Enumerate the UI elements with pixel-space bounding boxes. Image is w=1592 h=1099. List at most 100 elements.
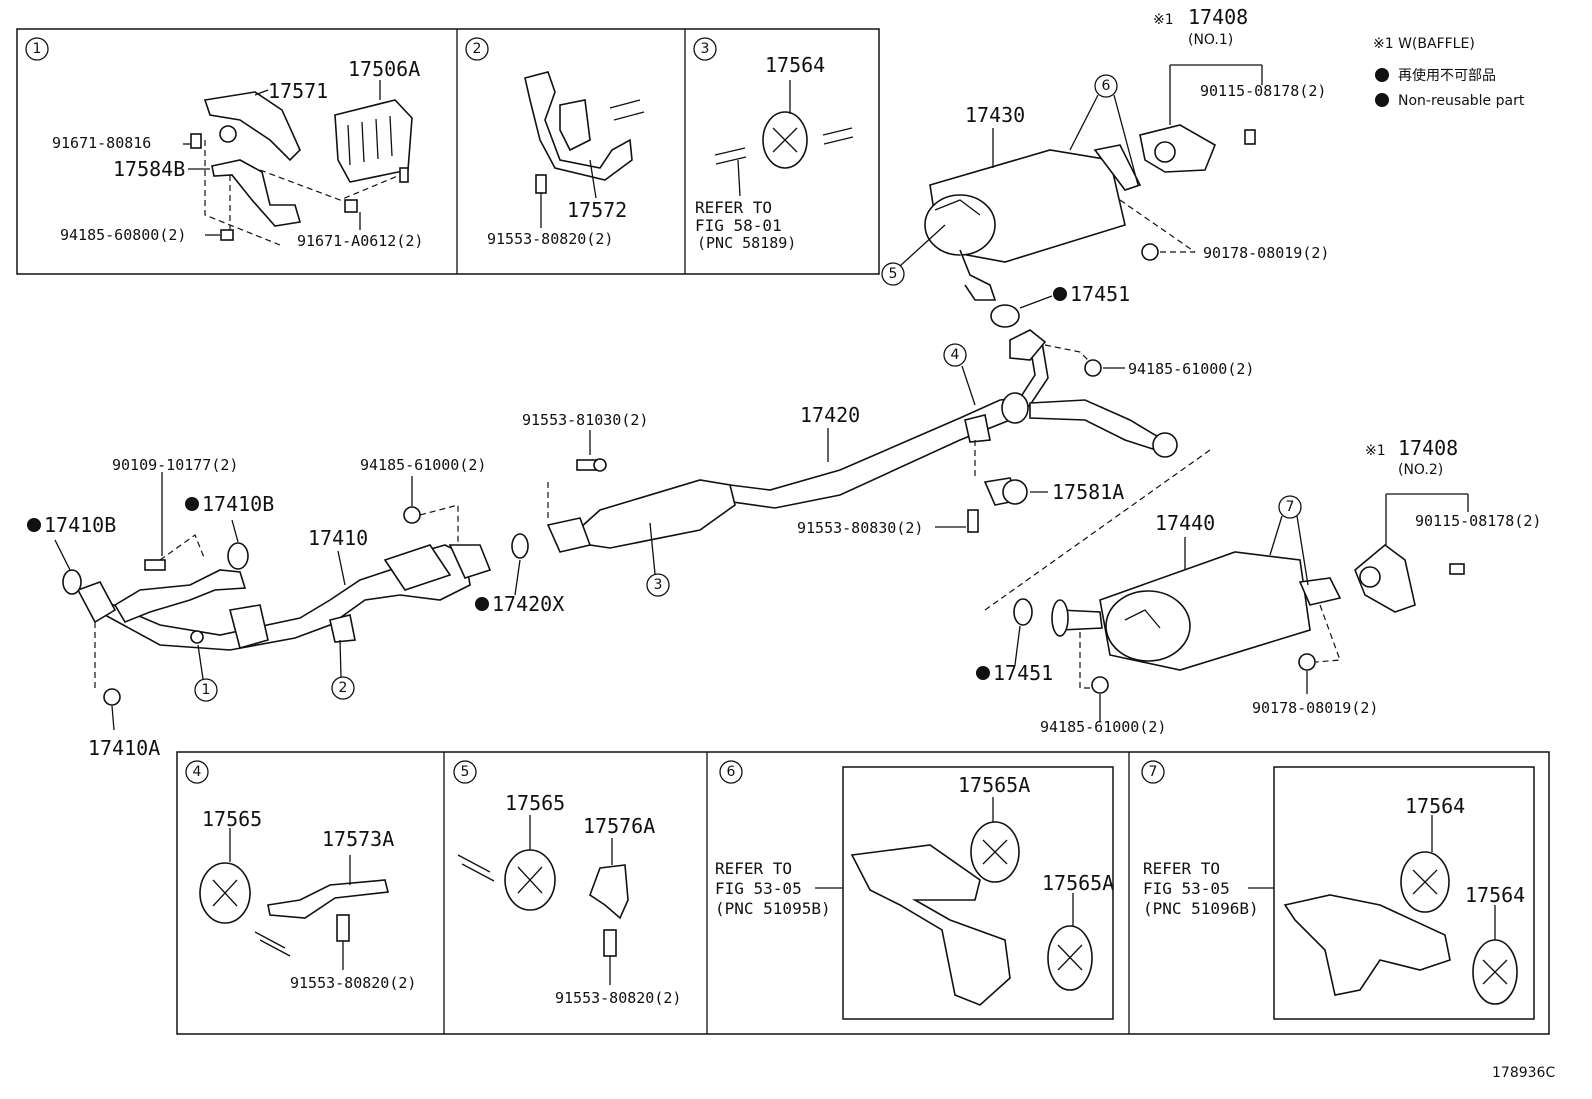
bracket-17571 — [203, 91, 301, 162]
label-17565A-2: 17565A — [1042, 871, 1114, 895]
legend: ※1 W(BAFFLE) 再使用不可部品 Non-reusable part — [1373, 36, 1525, 109]
nonreuse-dot-icon — [1375, 93, 1389, 107]
label-17572: 17572 — [567, 198, 627, 222]
panel-4: 4 17565 17573A 91553-80820(2) — [185, 760, 416, 992]
legend-nonreuse-en: Non-reusable part — [1398, 93, 1525, 109]
label-17408-no2-sub: (NO.2) — [1398, 462, 1443, 478]
panel-2: 2 17572 91553-80820(2) — [465, 37, 645, 248]
label-90109: 90109-10177(2) — [112, 456, 238, 474]
bolt-91553-81030: 91553-81030(2) — [522, 411, 648, 518]
callout-2: 2 — [339, 680, 348, 696]
panel-3: 3 17564 REFER TO FIG 58-01 (PNC 58189) — [693, 37, 854, 252]
gasket-17420X: 17420X — [475, 533, 564, 616]
callout-1: 1 — [202, 682, 211, 698]
figure-code: 178936C — [1492, 1065, 1555, 1081]
ref-line-1-p7: REFER TO — [1143, 859, 1220, 878]
callout-6: 6 — [1102, 78, 1111, 94]
ref-line-2-p7: FIG 53-05 — [1143, 879, 1230, 898]
label-94185-1: 94185-61000(2) — [1128, 360, 1254, 378]
label-90115-no2: 90115-08178(2) — [1415, 512, 1541, 530]
callout-5: 5 — [889, 266, 898, 282]
ref-line-3-p7: (PNC 51096B) — [1143, 899, 1259, 918]
nut-94185-1: 94185-61000(2) — [1044, 344, 1254, 378]
ref-line-1-p3: REFER TO — [695, 198, 772, 217]
label-17410B-1: 17410B — [44, 513, 116, 537]
label-17451-1: 17451 — [1070, 282, 1130, 306]
label-17565-p5: 17565 — [505, 791, 565, 815]
legend-note: ※1 W(BAFFLE) — [1373, 36, 1475, 52]
nut-90178-1: 90178-08019(2) — [1119, 199, 1329, 262]
label-17506A: 17506A — [348, 57, 420, 81]
callout-3: 3 — [654, 577, 663, 593]
label-91553-80830: 91553-80830(2) — [797, 519, 923, 537]
label-17573A: 17573A — [322, 827, 394, 851]
label-17565-p4: 17565 — [202, 807, 262, 831]
bracket-17573A — [267, 879, 389, 919]
label-91671-A0612: 91671-A0612(2) — [297, 232, 423, 250]
label-90178-2: 90178-08019(2) — [1252, 699, 1378, 717]
ref-line-3-p6: (PNC 51095B) — [715, 899, 831, 918]
bracket-17584B — [211, 159, 302, 227]
label-17408-no1: 17408 — [1188, 5, 1248, 29]
label-17581A: 17581A — [1052, 480, 1124, 504]
ref-line-3-p3: (PNC 58189) — [697, 234, 796, 252]
panel-6-number: 6 — [727, 764, 736, 780]
label-90178-1: 90178-08019(2) — [1203, 244, 1329, 262]
label-17410B-2: 17410B — [202, 492, 274, 516]
note-mark-1: ※1 — [1153, 12, 1174, 28]
label-17564-p3: 17564 — [765, 53, 825, 77]
baffle-17408-no1: ※1 17408 (NO.1) 90115-08178(2) — [1139, 5, 1326, 173]
label-17565A-1: 17565A — [958, 773, 1030, 797]
panel-5-number: 5 — [461, 764, 470, 780]
label-17408-no2: 17408 — [1398, 436, 1458, 460]
bottom-panels — [176, 751, 1550, 1035]
ref-line-1-p6: REFER TO — [715, 859, 792, 878]
label-17408-no1-sub: (NO.1) — [1188, 32, 1233, 48]
pipe-17410: 17410 — [76, 526, 492, 651]
baffle-17408-no2: ※1 17408 (NO.2) 90115-08178(2) — [1354, 436, 1541, 613]
label-17571: 17571 — [268, 79, 328, 103]
label-91671-80816: 91671-80816 — [52, 134, 151, 152]
bracket-p7 — [1283, 894, 1451, 996]
label-91553-80820-p4: 91553-80820(2) — [290, 974, 416, 992]
front-fasteners: 17410B 17410B 90109-10177(2) 94185-61000… — [27, 456, 486, 760]
label-94185-2: 94185-61000(2) — [360, 456, 486, 474]
top-panels — [16, 28, 880, 275]
panel-2-number: 2 — [473, 41, 482, 57]
bracket-17572 — [524, 71, 633, 181]
panel-7: 7 REFER TO FIG 53-05 (PNC 51096B) 17564 … — [1141, 760, 1525, 1005]
muffler-17430: 17430 — [924, 103, 1142, 301]
bracket-p6 — [850, 844, 1011, 1006]
label-91553-80820-p5: 91553-80820(2) — [555, 989, 681, 1007]
callouts-low: 1 2 — [194, 639, 355, 702]
panel-1-number: 1 — [33, 41, 42, 57]
label-17564-1: 17564 — [1405, 794, 1465, 818]
panel-5: 5 17565 17576A 91553-80820(2) — [453, 760, 681, 1007]
gasket-17451-2: 17451 — [976, 598, 1053, 685]
callouts-mid: 4 3 — [646, 343, 991, 597]
label-91553-81030: 91553-81030(2) — [522, 411, 648, 429]
label-94185-60800: 94185-60800(2) — [60, 226, 186, 244]
gasket-17451-1: 17451 — [990, 282, 1130, 328]
label-17564-2: 17564 — [1465, 883, 1525, 907]
muffler-17440: 17440 7 — [984, 449, 1342, 671]
label-17410: 17410 — [308, 526, 368, 550]
panel-4-number: 4 — [193, 764, 202, 780]
panel-6: 6 REFER TO FIG 53-05 (PNC 51095B) 17565A… — [715, 760, 1114, 1006]
label-94185-3: 94185-61000(2) — [1040, 718, 1166, 736]
legend-nonreuse-jp: 再使用不可部品 — [1398, 67, 1496, 84]
panel-3-number: 3 — [701, 41, 710, 57]
label-17440: 17440 — [1155, 511, 1215, 535]
label-91553-80820-p2: 91553-80820(2) — [487, 230, 613, 248]
nuts-rear: 94185-61000(2) 90178-08019(2) — [1040, 604, 1378, 736]
callouts-top: 6 5 — [881, 74, 1139, 286]
note-mark-2: ※1 — [1365, 443, 1386, 459]
label-17451-2: 17451 — [993, 661, 1053, 685]
bracket-17576A — [589, 864, 629, 920]
panel-7-number: 7 — [1149, 764, 1158, 780]
panel-1: 1 17571 17506A 91671-80816 17584B 94185-… — [25, 37, 423, 250]
ref-line-2-p3: FIG 58-01 — [695, 216, 782, 235]
label-17410A: 17410A — [88, 736, 160, 760]
label-17420: 17420 — [800, 403, 860, 427]
